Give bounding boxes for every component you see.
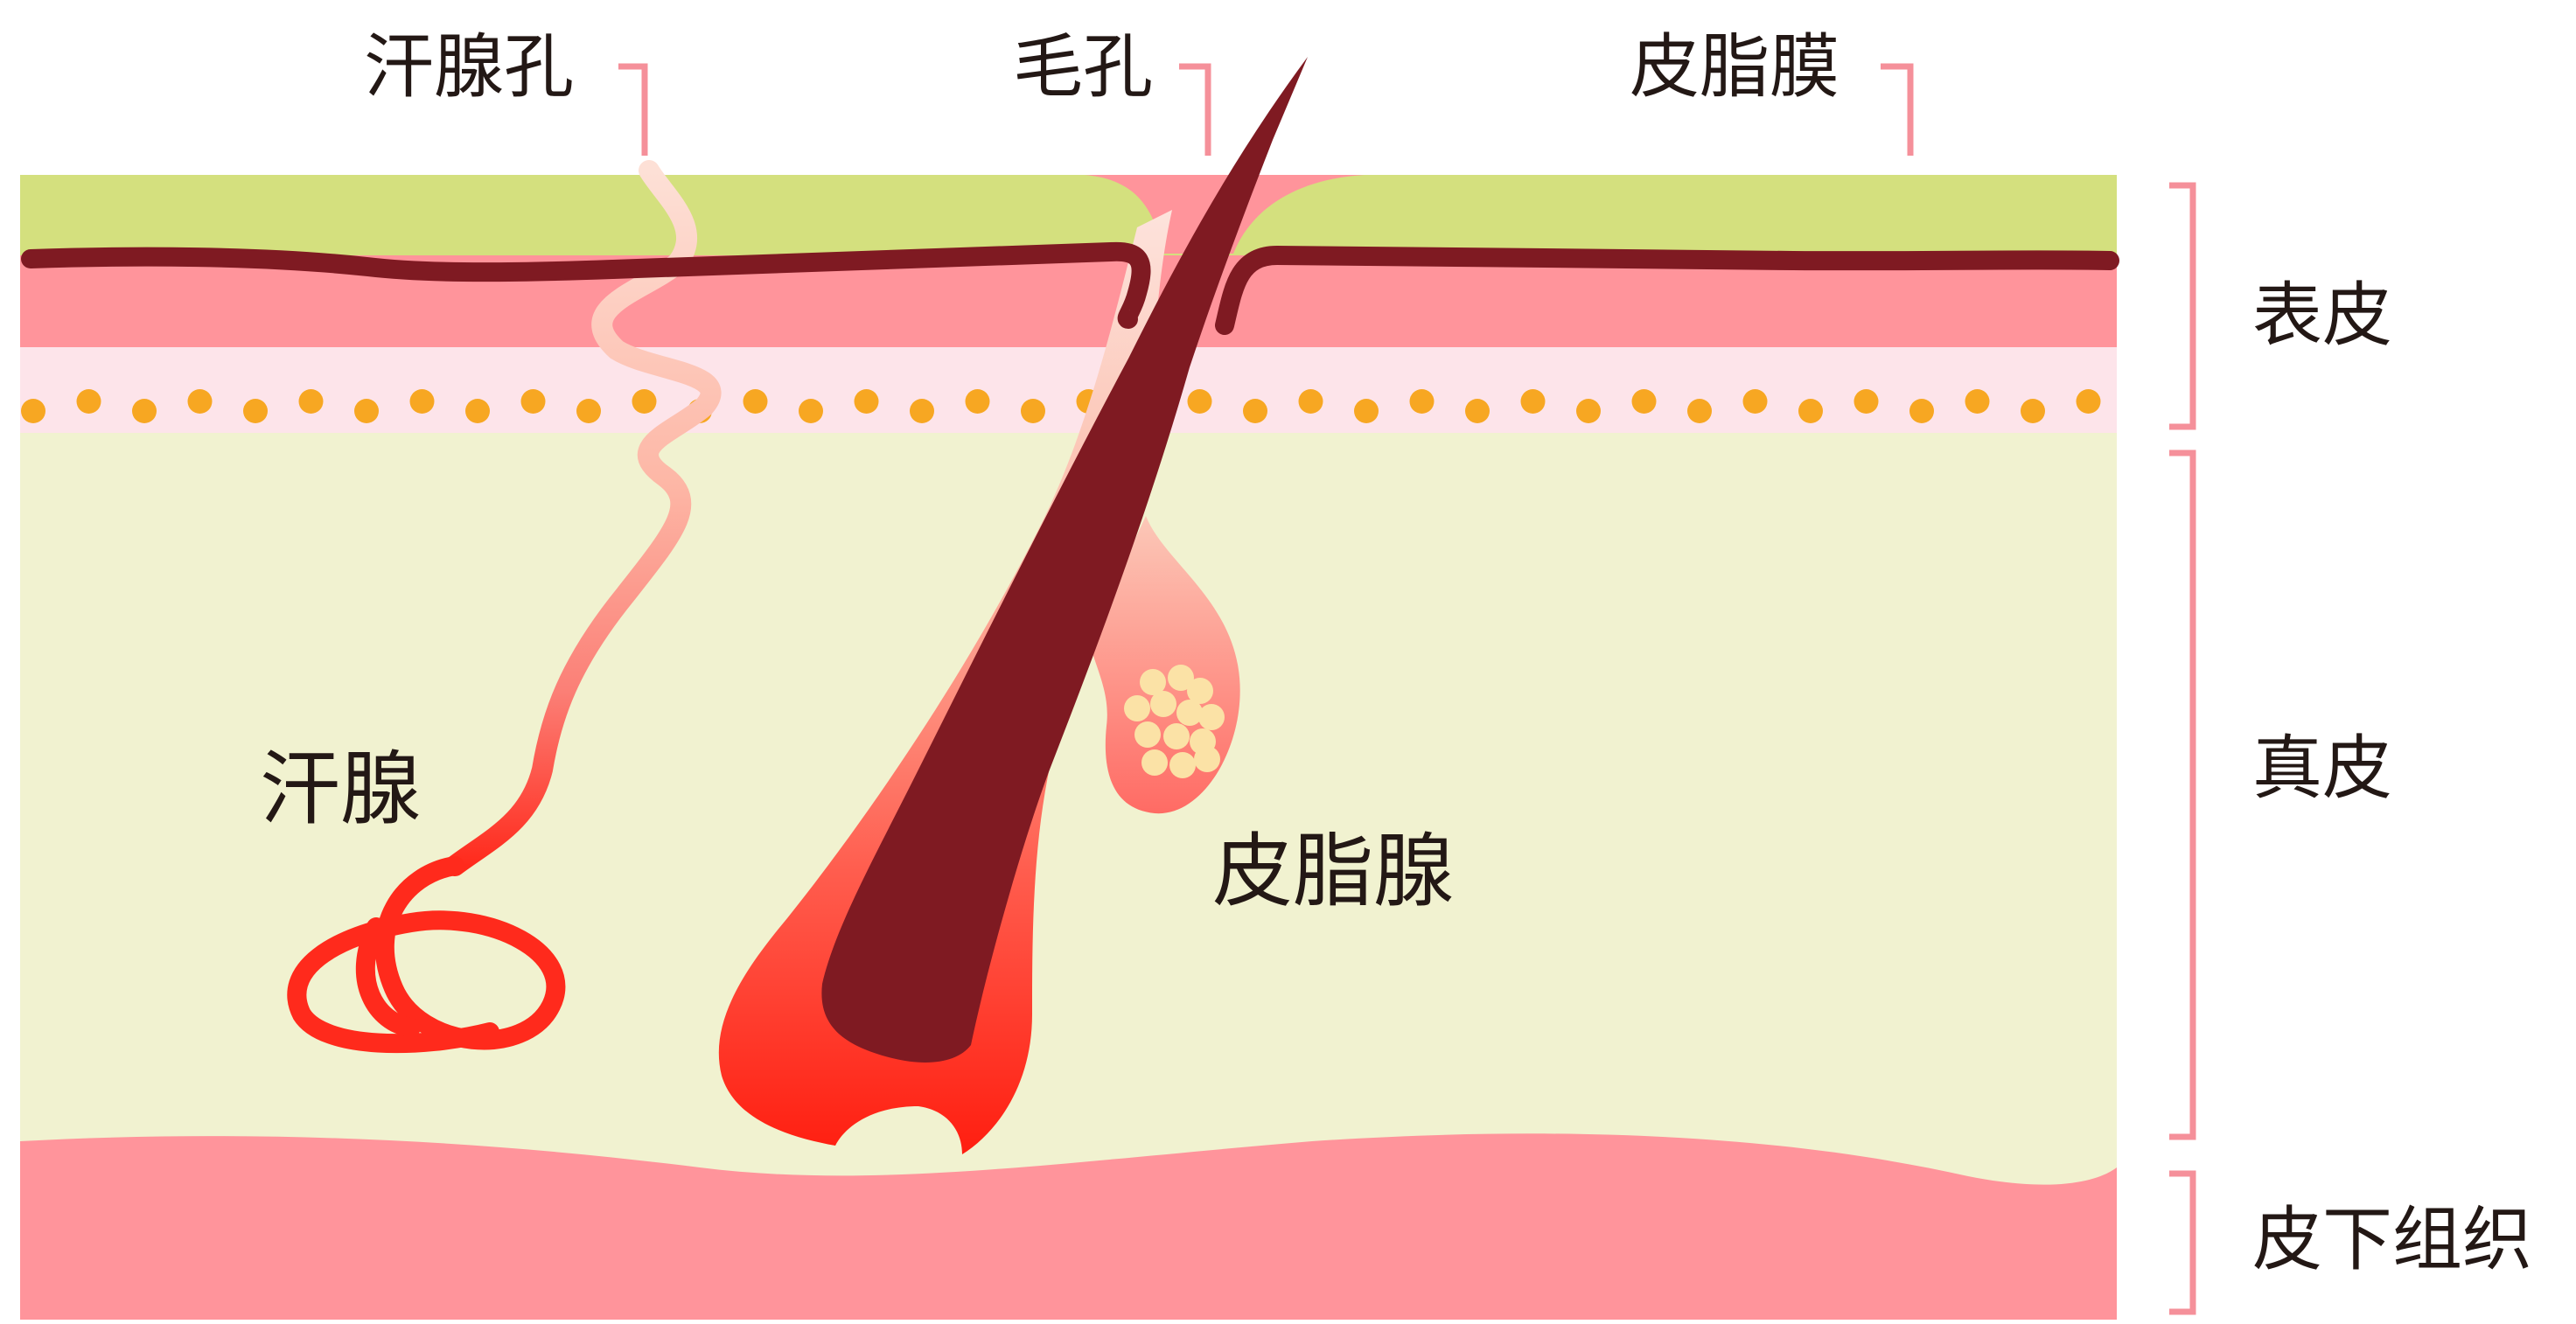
epidermis-label: 表皮 [2252, 275, 2392, 356]
sebum-cell [1169, 752, 1196, 778]
basal-dot [1465, 399, 1490, 423]
basal-dot [1576, 399, 1601, 423]
sebaceous-gland-label: 皮脂腺 [1212, 825, 1454, 918]
basal-dot [576, 399, 601, 423]
basal-dot [1909, 399, 1934, 423]
subcutaneous-label: 皮下组织 [2252, 1199, 2532, 1280]
basal-dot [1354, 399, 1379, 423]
sebum-cell [1141, 749, 1168, 776]
epidermis-bracket [2169, 185, 2193, 427]
basal-dot [1687, 399, 1712, 423]
sebum-cell [1194, 746, 1220, 772]
basal-dot [1243, 399, 1267, 423]
basal-dot [465, 399, 490, 423]
sebum-cell [1198, 704, 1225, 730]
basal-dot [1965, 389, 1990, 414]
basal-dot [1854, 389, 1879, 414]
basal-dot [1410, 389, 1435, 414]
basal-dot [21, 399, 45, 423]
basal-dot [855, 389, 879, 414]
basal-dot [2077, 389, 2101, 414]
subcutaneous-bracket [2169, 1174, 2193, 1312]
basal-dot [521, 389, 546, 414]
sebum-cell [1134, 721, 1161, 748]
sweat-pore-leader [618, 66, 645, 156]
basal-dot [243, 399, 268, 423]
sweat-gland-label: 汗腺 [260, 742, 421, 836]
basal-dot [1743, 389, 1768, 414]
sebum-cell [1150, 691, 1176, 717]
basal-dot [1632, 389, 1657, 414]
hair-pore-leader [1179, 66, 1208, 156]
basal-dot [1521, 389, 1546, 414]
basal-dot [354, 399, 379, 423]
basal-dot [910, 399, 934, 423]
sebum-cell [1124, 695, 1150, 721]
sebum-film-layer [20, 175, 2117, 255]
basal-dot [410, 389, 435, 414]
sebum-film-leader [1881, 66, 1910, 156]
basal-dot [632, 389, 657, 414]
dermis-label: 真皮 [2252, 728, 2392, 809]
basal-dot [1021, 399, 1045, 423]
basal-dot [77, 389, 101, 414]
dermis-bracket [2169, 453, 2193, 1137]
basal-dot [188, 389, 213, 414]
basal-dot [799, 399, 823, 423]
basal-dot [1798, 399, 1823, 423]
basal-dot [299, 389, 324, 414]
basal-dot [743, 389, 768, 414]
basal-dot [1299, 389, 1323, 414]
basal-dot [1188, 389, 1212, 414]
sweat-pore-label: 汗腺孔 [364, 26, 574, 108]
sebum-cell [1176, 700, 1203, 726]
layer-brackets [2169, 185, 2193, 1312]
sebum-cell [1163, 723, 1190, 749]
hair-pore-label: 毛孔 [1013, 26, 1153, 108]
sebum-film-label: 皮脂膜 [1630, 26, 1840, 108]
basal-dot [2021, 399, 2045, 423]
basal-dot [132, 399, 157, 423]
basal-dot [966, 389, 990, 414]
